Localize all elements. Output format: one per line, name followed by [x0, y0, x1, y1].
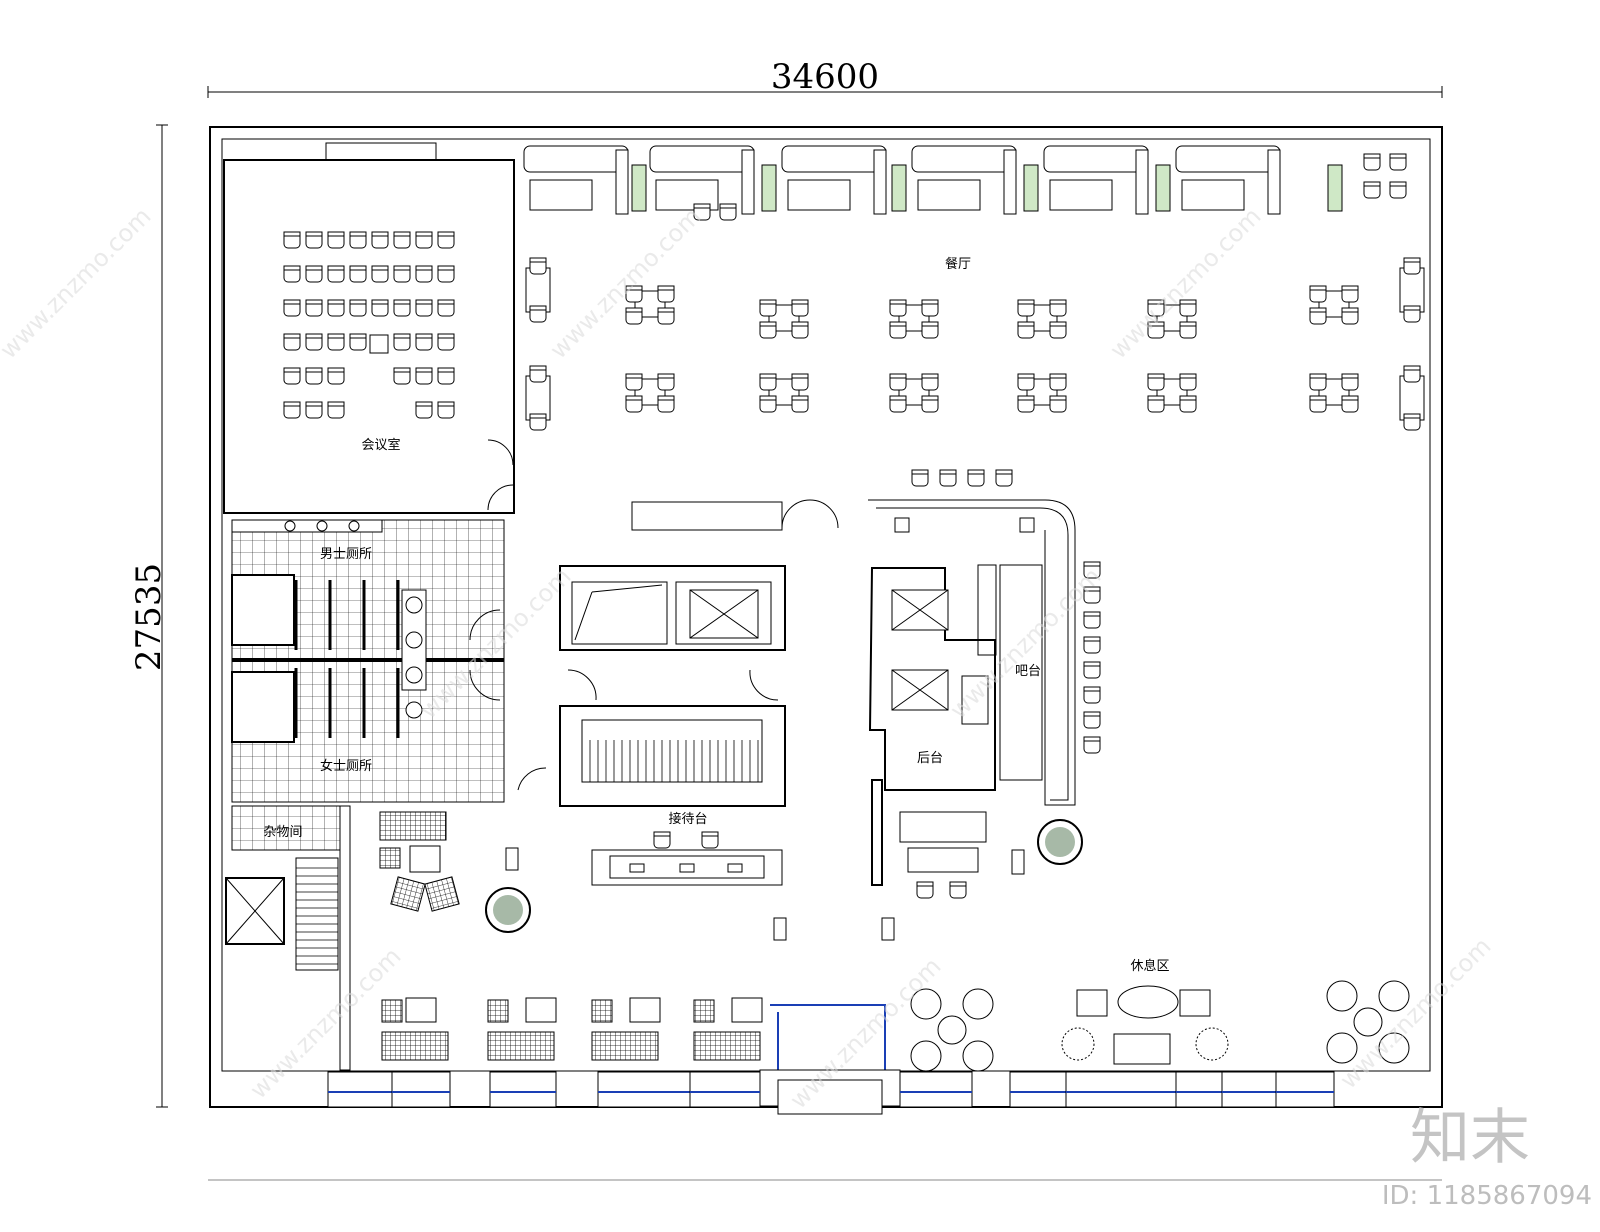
bar-counter: 吧台: [868, 469, 1101, 806]
service-core: 后台: [868, 567, 996, 886]
storage-room: 杂物间: [225, 805, 351, 1071]
conference-room-label: 会议室: [361, 437, 400, 453]
elevator-core: [517, 499, 839, 807]
watermark-logo: 知末: [1410, 1103, 1530, 1173]
entrance: [759, 1004, 901, 1115]
bar-label: 吧台: [1015, 664, 1041, 679]
backstage-label: 后台: [917, 751, 943, 766]
waiting-seating: [379, 811, 763, 1061]
reception-label: 接待台: [668, 811, 707, 827]
reception-desk: 接待台: [591, 811, 783, 886]
restrooms: 男士厕所 女士厕所: [231, 519, 505, 803]
conference-room: 会议室: [223, 142, 515, 514]
watermark-site: www.znzmo.com: [1104, 202, 1266, 364]
dining-tables: [525, 257, 1425, 431]
storage-room-label: 杂物间: [263, 825, 302, 840]
lounge-area: 休息区: [899, 811, 1410, 1072]
dining-label: 餐厅: [945, 256, 971, 272]
womens-restroom-label: 女士厕所: [320, 758, 372, 774]
dimension-height: 27535: [129, 124, 169, 1108]
watermark-site: www.znzmo.com: [544, 202, 706, 364]
conference-seating: [283, 231, 455, 419]
watermark-id: ID: 1185867094: [1382, 1181, 1592, 1211]
watermark-site: www.znzmo.com: [0, 202, 157, 364]
bottom-windows: [327, 1071, 1335, 1108]
lounge-label: 休息区: [1130, 958, 1169, 974]
dimension-width-label: 34600: [771, 57, 879, 97]
dimension-width: 34600: [207, 57, 1443, 98]
dimension-height-label: 27535: [129, 563, 169, 671]
dining-booths: [523, 145, 1407, 221]
mens-restroom-label: 男士厕所: [320, 547, 372, 562]
